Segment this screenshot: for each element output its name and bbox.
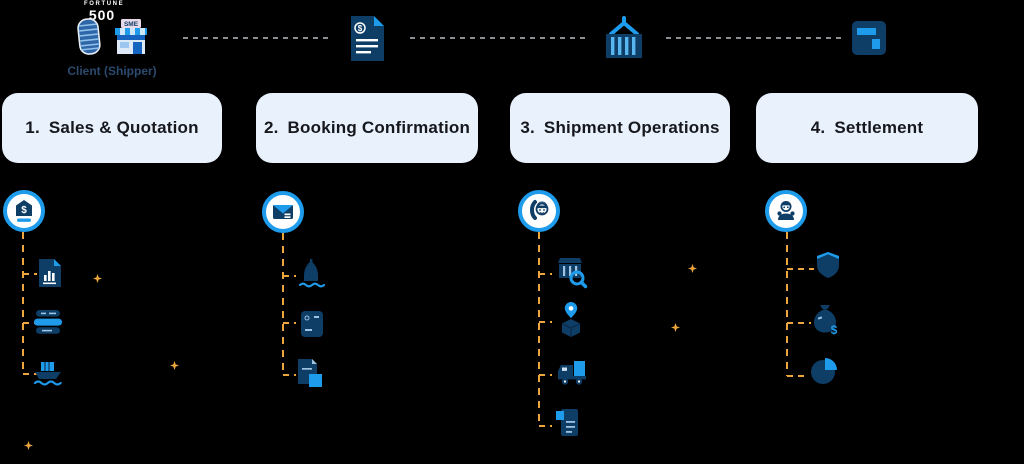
rate-list-icon — [34, 310, 62, 334]
svg-text:$: $ — [21, 205, 27, 216]
settlement-stub-1 — [787, 268, 814, 270]
sales-stub-1 — [23, 273, 37, 275]
booking-stub-1 — [283, 275, 296, 277]
cashier-icon — [777, 201, 795, 220]
confirmation-document-icon — [298, 359, 322, 387]
sparkle-icon — [671, 323, 680, 332]
sales-stub-2 — [23, 322, 37, 324]
delivery-truck-icon — [558, 361, 586, 385]
stage-card-booking-confirmation: 2. Booking Confirmation — [256, 93, 478, 163]
price-tag-dollar-icon: $ — [16, 200, 32, 222]
shipment-stub-2 — [539, 321, 552, 323]
sales-badge: $ — [3, 190, 45, 232]
stage-label: Settlement — [834, 118, 924, 137]
booking-note-icon — [301, 311, 323, 337]
crane-container-icon — [606, 16, 642, 58]
quotation-document-icon: $ — [351, 16, 384, 61]
sparkle-icon — [93, 274, 102, 283]
stage-card-settlement: 4. Settlement — [756, 93, 978, 163]
report-document-icon — [39, 259, 61, 287]
office-building-icon — [77, 18, 101, 55]
booking-stub-2 — [283, 322, 296, 324]
stage-number: 2. — [263, 118, 279, 137]
vessel-icon — [298, 259, 325, 288]
billing-icon — [852, 21, 886, 55]
booking-branch-line — [282, 233, 284, 375]
stage-number: 4. — [810, 118, 826, 137]
shipment-stub-4 — [539, 425, 552, 427]
stage-label: Booking Confirmation — [287, 118, 471, 137]
shipment-badge — [518, 190, 560, 232]
settlement-stub-3 — [787, 375, 809, 377]
sparkle-icon — [24, 441, 33, 450]
settlement-stub-2 — [787, 322, 811, 324]
sparkle-icon — [170, 361, 179, 370]
sparkle-icon — [688, 264, 697, 273]
settlement-badge — [765, 190, 807, 232]
stage-card-shipment-operations: 3. Shipment Operations — [510, 93, 730, 163]
fortune-500-logo: FORTUNE 500 — [84, 1, 125, 23]
sme-sign-text: SME — [124, 21, 139, 28]
shipment-branch-line — [538, 232, 540, 426]
booking-badge — [262, 191, 304, 233]
location-package-icon — [561, 302, 581, 337]
sales-branch-line — [22, 232, 24, 374]
shipment-stub-3 — [539, 374, 552, 376]
stage-label: Shipment Operations — [543, 118, 720, 137]
dashed-connector-1 — [183, 37, 331, 39]
envelope-icon — [273, 205, 293, 219]
fortune-word: FORTUNE — [84, 1, 125, 7]
stage-label: Sales & Quotation — [48, 118, 199, 137]
booking-stub-3 — [283, 374, 296, 376]
support-call-icon — [530, 200, 549, 220]
stage-number: 1. — [25, 118, 40, 137]
sme-store-icon: SME — [115, 19, 147, 54]
svg-text:$: $ — [831, 323, 838, 337]
stage-card-sales-quotation: 1. Sales & Quotation — [2, 93, 222, 163]
shield-icon — [817, 252, 839, 278]
client-shipper-label: Client (Shipper) — [67, 64, 157, 78]
shipment-stub-1 — [539, 273, 552, 275]
sales-stub-3 — [23, 373, 37, 375]
money-bag-icon: $ — [814, 305, 838, 337]
delivery-receipt-icon — [556, 409, 578, 436]
fortune-number: 500 — [88, 7, 116, 23]
stage-number: 3. — [520, 118, 535, 137]
container-inspection-icon — [558, 258, 588, 289]
ship-container-icon — [33, 362, 62, 386]
dashed-connector-2 — [410, 37, 588, 39]
pie-chart-icon — [811, 358, 837, 384]
svg-text:$: $ — [358, 24, 363, 33]
settlement-branch-line — [786, 232, 788, 376]
dashed-connector-3 — [666, 37, 843, 39]
